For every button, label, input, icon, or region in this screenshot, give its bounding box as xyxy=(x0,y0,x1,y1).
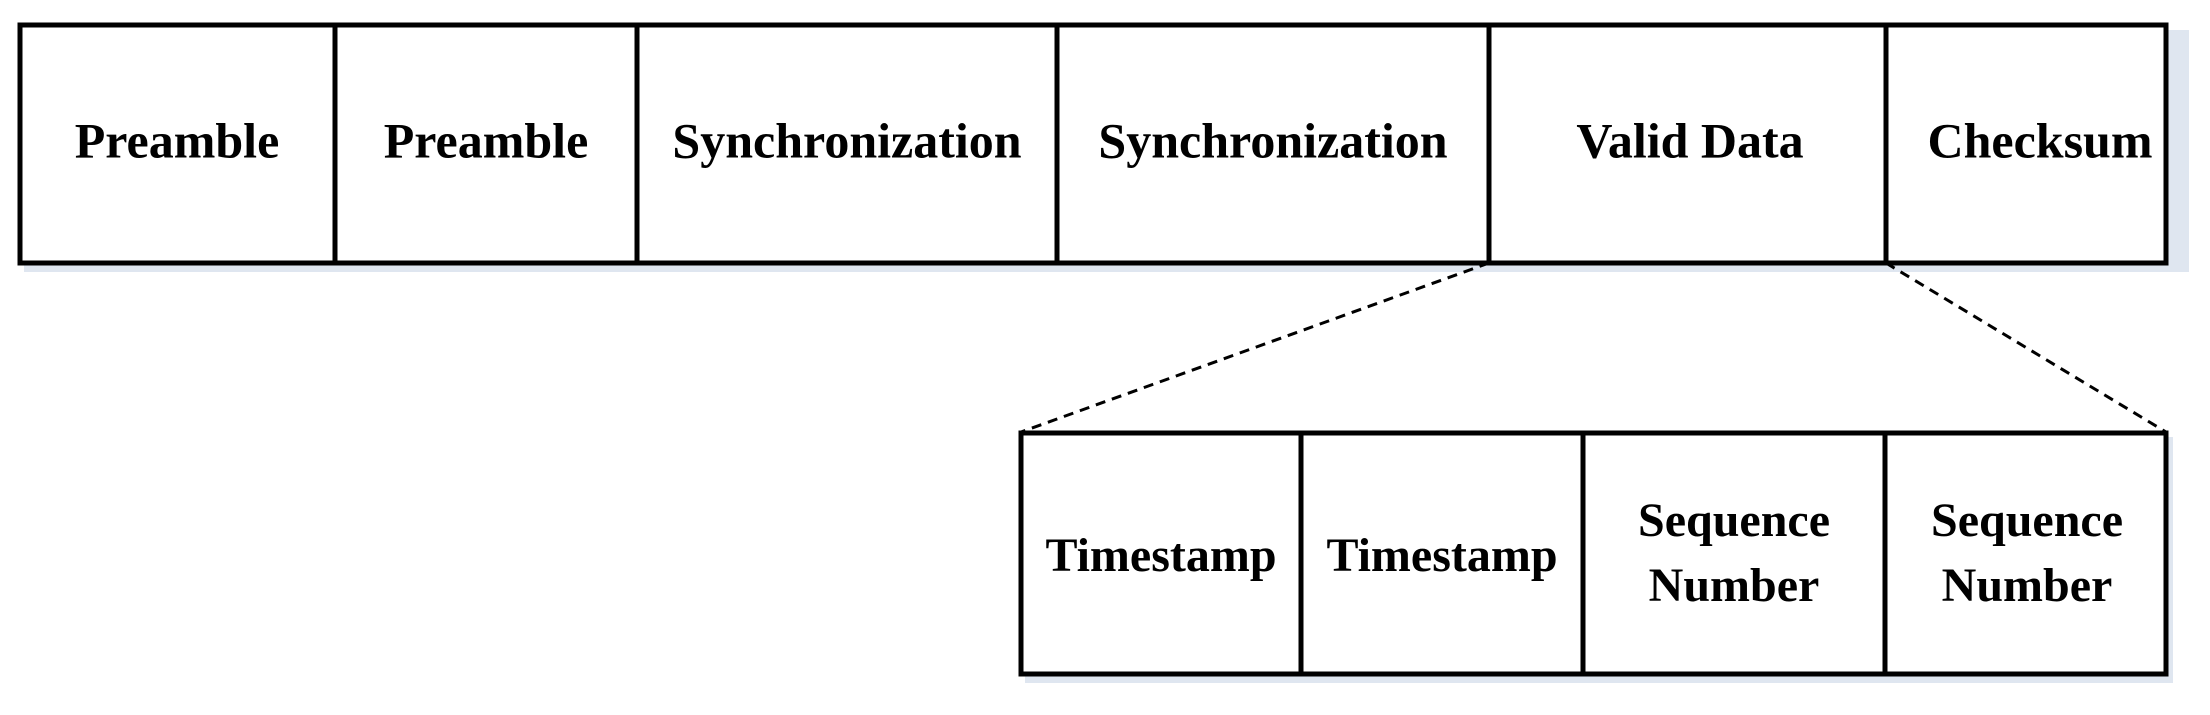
frame-field-label: Preamble xyxy=(75,112,280,168)
detail-field-label-line-1: Sequence xyxy=(1931,494,2123,547)
frame-field-valid-data: Valid Data xyxy=(1486,22,1889,266)
frame-field-label: Checksum xyxy=(1927,112,2152,168)
detail-field-label-line-1: Sequence xyxy=(1638,494,1830,547)
frame-field-checksum: Checksum xyxy=(1883,22,2169,266)
detail-field-label-line-2: Number xyxy=(1942,559,2113,612)
detail-field-label-line-2: Number xyxy=(1649,559,1820,612)
frame-field-preamble-2: Preamble xyxy=(332,22,640,266)
frame-field-label: Synchronization xyxy=(1098,112,1447,168)
frame-field-label: Synchronization xyxy=(672,112,1021,168)
detail-field-sequence-number-2: Sequence Number xyxy=(1882,430,2169,677)
detail-field-sequence-number-1: Sequence Number xyxy=(1580,430,1888,677)
frame-field-label: Valid Data xyxy=(1576,112,1803,168)
detail-field-label: Timestamp xyxy=(1045,529,1276,582)
detail-field-label: Timestamp xyxy=(1326,529,1557,582)
zoom-line-right xyxy=(1885,261,2167,434)
detail-field-timestamp-2: Timestamp xyxy=(1298,430,1586,677)
frame-field-synchronization-2: Synchronization xyxy=(1054,22,1492,266)
frame-field-label: Preamble xyxy=(384,112,589,168)
detail-field-timestamp-1: Timestamp xyxy=(1018,430,1304,677)
frame-row: Preamble Preamble Synchronization Synchr… xyxy=(17,22,2189,272)
frame-field-synchronization-1: Synchronization xyxy=(634,22,1060,266)
valid-data-detail-row: Timestamp Timestamp Sequence Number Sequ… xyxy=(1018,430,2173,683)
frame-field-preamble-1: Preamble xyxy=(17,22,338,266)
zoom-line-left xyxy=(1020,261,1490,434)
